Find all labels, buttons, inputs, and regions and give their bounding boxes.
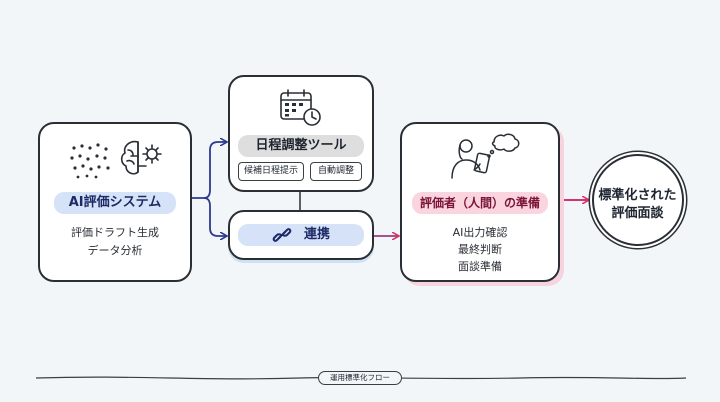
evaluator-title: 評価者（人間）の準備 bbox=[412, 192, 548, 214]
arrow-ai-to-link bbox=[203, 197, 226, 236]
scheduler-chip-2: 自動調整 bbox=[310, 162, 362, 181]
link-chain-icon bbox=[272, 228, 292, 242]
evaluator-line-2: 最終判断 bbox=[458, 243, 502, 256]
result-line-2: 評価面談 bbox=[611, 206, 664, 221]
ai-system-title: AI評価システム bbox=[54, 192, 176, 214]
ai-system-card: AI評価システム 評価ドラフト生成 データ分析 bbox=[38, 122, 192, 282]
calendar-clock-icon bbox=[280, 89, 321, 126]
result-line-1: 標準化された bbox=[598, 188, 677, 203]
ai-system-line-1: 評価ドラフト生成 bbox=[71, 226, 159, 239]
data-dots-icon bbox=[70, 143, 110, 179]
scheduler-title: 日程調整ツール bbox=[238, 135, 364, 157]
arrow-ai-to-scheduler bbox=[192, 142, 226, 199]
link-pill: 連携 bbox=[238, 224, 364, 246]
footer-label: 運用標準化フロー bbox=[318, 371, 402, 385]
evaluator-line-1: AI出力確認 bbox=[452, 226, 508, 239]
link-card: 連携 bbox=[228, 210, 374, 260]
ai-system-line-2: データ分析 bbox=[87, 244, 143, 257]
evaluator-card: 評価者（人間）の準備 AI出力確認 最終判断 面談準備 bbox=[400, 122, 560, 282]
evaluator-line-3: 面談準備 bbox=[458, 260, 502, 273]
link-label: 連携 bbox=[304, 227, 331, 242]
person-tablet-icon bbox=[451, 133, 520, 179]
brain-gear-icon bbox=[120, 140, 162, 175]
result-circle: 標準化された 評価面談 bbox=[592, 154, 684, 246]
scheduler-chip-1: 候補日程提示 bbox=[238, 162, 304, 181]
